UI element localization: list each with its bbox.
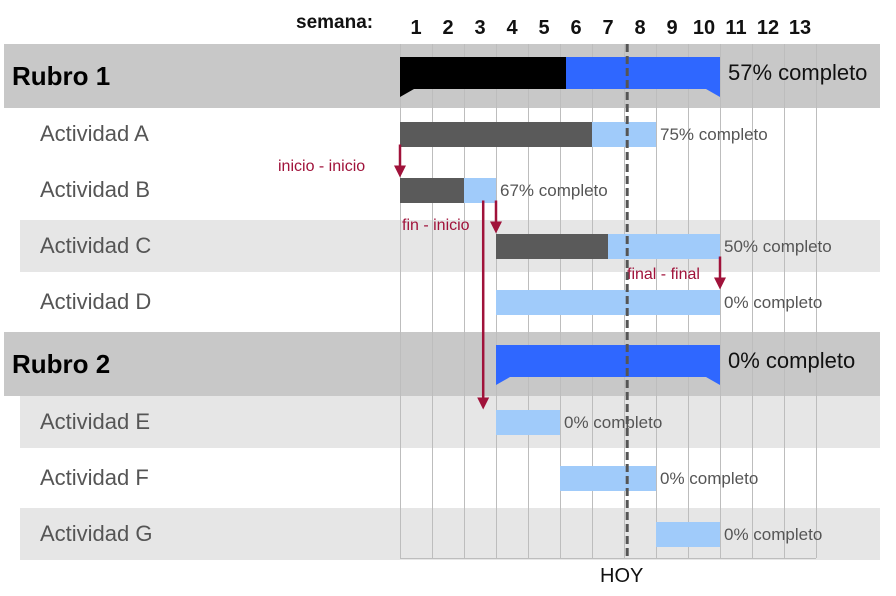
percent-complete-label: 0% completo bbox=[724, 292, 823, 312]
week-gridline bbox=[431, 44, 433, 558]
week-gridline bbox=[783, 44, 785, 558]
week-number: 11 bbox=[725, 17, 747, 39]
week-number: 9 bbox=[666, 17, 678, 39]
activity-row-bg bbox=[20, 220, 880, 272]
percent-complete-label: 0% completo bbox=[728, 348, 856, 373]
activity-bar-remaining bbox=[592, 121, 656, 147]
percent-complete-label: 75% completo bbox=[660, 124, 768, 144]
activity-label: Actividad C bbox=[40, 233, 152, 258]
week-gridline bbox=[751, 44, 753, 558]
week-number: 8 bbox=[634, 17, 646, 39]
week-number: 4 bbox=[506, 17, 518, 39]
activity-row-bg bbox=[20, 396, 880, 448]
week-gridline bbox=[399, 44, 401, 558]
rubro-bar-remaining bbox=[566, 57, 720, 89]
activity-label: Actividad B bbox=[40, 177, 151, 202]
activity-bar-remaining bbox=[560, 465, 656, 491]
grid-bottom-line bbox=[400, 558, 816, 559]
activity-bar-done bbox=[400, 121, 592, 147]
week-number: 7 bbox=[602, 17, 614, 39]
percent-complete-label: 0% completo bbox=[724, 524, 823, 544]
activity-label: Actividad F bbox=[40, 465, 149, 490]
week-number: 13 bbox=[788, 17, 812, 39]
week-gridline bbox=[815, 44, 817, 558]
rubro-row-bg bbox=[4, 332, 880, 396]
activity-label: Actividad D bbox=[40, 289, 152, 314]
percent-complete-label: 57% completo bbox=[728, 60, 868, 85]
rubro-bar-done bbox=[400, 57, 567, 89]
week-number: 2 bbox=[442, 17, 454, 39]
rubro-label: Rubro 2 bbox=[12, 348, 111, 379]
activity-label: Actividad A bbox=[40, 121, 149, 146]
week-number: 12 bbox=[756, 17, 780, 39]
today-label: HOY bbox=[600, 565, 644, 587]
percent-complete-label: 0% completo bbox=[564, 412, 663, 432]
week-header-label: semana: bbox=[296, 12, 374, 33]
week-gridline bbox=[463, 44, 465, 558]
activity-row-bg bbox=[20, 508, 880, 560]
activity-bar-remaining bbox=[464, 177, 496, 203]
rubro-label: Rubro 1 bbox=[12, 60, 111, 91]
activity-bar-remaining bbox=[656, 521, 720, 547]
activity-bar-remaining bbox=[608, 233, 720, 259]
week-number: 10 bbox=[692, 17, 716, 39]
week-gridline bbox=[719, 44, 721, 558]
activity-label: Actividad G bbox=[40, 521, 153, 546]
activity-bar-done bbox=[496, 233, 608, 259]
activity-bar-remaining bbox=[496, 289, 720, 315]
activity-bar-remaining bbox=[496, 409, 560, 435]
activity-label: Actividad E bbox=[40, 409, 151, 434]
percent-complete-label: 0% completo bbox=[660, 468, 759, 488]
percent-complete-label: 67% completo bbox=[500, 180, 608, 200]
week-number: 3 bbox=[474, 17, 486, 39]
dependency-label: fin - inicio bbox=[402, 217, 470, 234]
week-number: 6 bbox=[570, 17, 582, 39]
percent-complete-label: 50% completo bbox=[724, 236, 832, 256]
dependency-label: final - final bbox=[627, 266, 700, 283]
week-number: 1 bbox=[410, 17, 422, 39]
activity-bar-done bbox=[400, 177, 465, 203]
rubro-bar-remaining bbox=[496, 345, 720, 377]
week-number: 5 bbox=[538, 17, 550, 39]
dependency-label: inicio - inicio bbox=[278, 158, 366, 175]
